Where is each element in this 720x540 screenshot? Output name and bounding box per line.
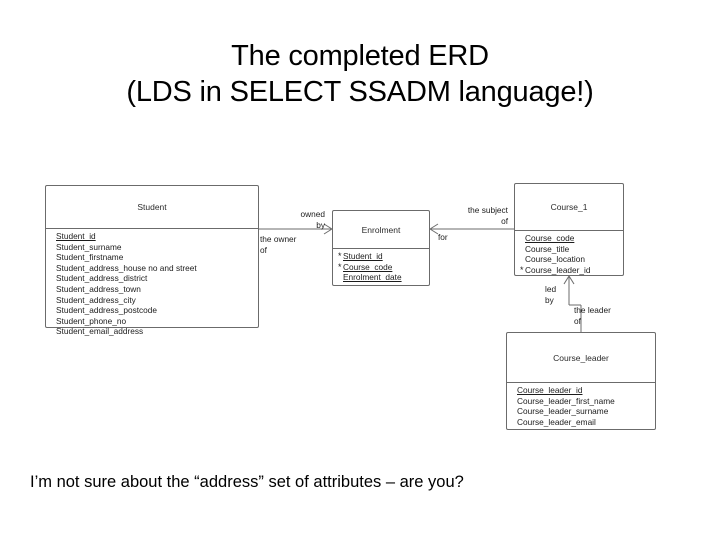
foreign-key-marker: * [338,261,342,272]
relationship-label-led-by: led by [545,284,569,305]
title-line-2: (LDS in SELECT SSADM language!) [126,76,594,108]
attribute-row: Course_leader_first_name [517,395,615,406]
entity-course1-name: Course_1 [515,184,623,231]
relationship-label-owned-by: owned by [263,209,325,230]
attribute-row: *Course_code [338,261,393,272]
attribute-row: Student_id [56,231,96,241]
relationship-label-line: by [545,294,554,305]
entity-course-leader-attributes: Course_leader_id Course_leader_first_nam… [507,383,655,429]
attribute-row: Student_address_house no and street [56,262,197,273]
crowsfoot-enrolment-right [429,223,439,235]
attribute-row: *Course_leader_id [520,264,591,275]
relationship-label-the-subject-of: the subject of [436,205,508,226]
relationship-label-the-leader-of: the leader of [574,305,634,326]
attribute-row: *Student_id [338,251,383,261]
entity-student[interactable]: Student Student_id Student_surname Stude… [45,185,259,336]
page-title: The completed ERD (LDS in SELECT SSADM l… [0,38,720,110]
attribute-row: Student_email_address [56,326,144,337]
attribute-row: Student_address_city [56,294,136,305]
relationship-label-line: of [574,315,581,326]
entity-course-leader-name: Course_leader [507,333,655,383]
attribute-row: Student_surname [56,241,122,252]
relationship-label-line: of [501,215,508,226]
attribute-row: Course_leader_id [517,385,583,395]
entity-enrolment-attributes: *Student_id *Course_code Enrolment_date [333,249,429,285]
foreign-key-marker: * [338,251,342,261]
attribute-row: Student_address_postcode [56,305,158,316]
foreign-key-marker: * [520,264,524,275]
relationship-label-for: for [438,232,478,243]
entity-course1-attributes: Course_code Course_title Course_location… [515,231,623,277]
relationship-label-line: by [316,219,325,230]
relationship-label-line: the subject [467,205,508,215]
relationship-label-line: owned [300,209,325,219]
relationship-label-line: of [260,244,267,255]
entity-student-attributes: Student_id Student_surname Student_first… [46,229,258,339]
entity-enrolment[interactable]: Enrolment *Student_id *Course_code Enrol… [332,210,430,286]
attribute-row: Course_code [525,233,575,243]
attribute-row: Course_leader_email [517,416,596,427]
relationship-label-line: for [438,232,448,242]
entity-student-name: Student [46,186,258,229]
slide-caption: I’m not sure about the “address” set of … [30,473,464,491]
attribute-row: Student_address_town [56,283,141,294]
title-line-1: The completed ERD [231,40,489,72]
relationship-label-line: the owner [260,234,297,244]
attribute-row: Student_firstname [56,252,124,263]
attribute-row: Enrolment_date [343,272,402,283]
attribute-row: Course_title [525,243,570,254]
attribute-row: Course_leader_surname [517,406,609,417]
entity-enrolment-name: Enrolment [333,211,429,249]
entity-course1[interactable]: Course_1 Course_code Course_title Course… [514,183,624,276]
attribute-row: Student_phone_no [56,315,127,326]
relationship-label-line: led [545,284,557,294]
relationship-label-the-owner-of: the owner of [260,234,330,255]
attribute-row: Course_location [525,254,585,265]
crowsfoot-enrolment-left [323,223,333,235]
entity-course-leader[interactable]: Course_leader Course_leader_id Course_le… [506,332,656,430]
crowsfoot-course1-bottom [563,275,575,285]
attribute-row: Student_address_district [56,273,148,284]
relationship-label-line: the leader [574,305,611,315]
